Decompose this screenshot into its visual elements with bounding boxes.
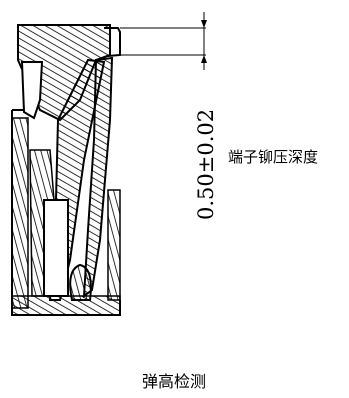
figure-caption: 弹高检测 [142,372,206,391]
dimension-value: 0.50±0.02 [194,109,218,220]
dimension-markers [104,12,207,70]
dimension-label: 端子铆压深度 [228,148,318,166]
terminal-body [17,24,114,301]
connector-housing [11,109,121,316]
